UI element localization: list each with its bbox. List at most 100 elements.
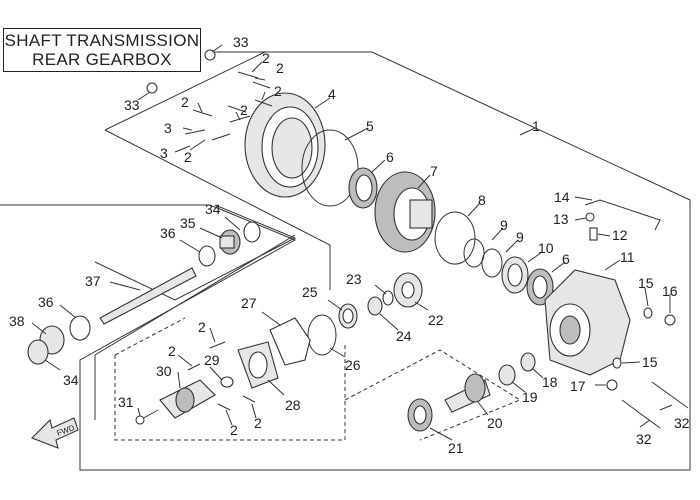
- callout-15-upper: 15: [638, 275, 654, 291]
- callout-14: 14: [554, 189, 570, 205]
- main-housing-group-outline: [104, 51, 331, 290]
- callout-6-upper: 6: [386, 149, 394, 165]
- part-5-o-ring: [301, 129, 359, 207]
- callout-32-upper: 32: [674, 415, 690, 431]
- part-21-seal: [407, 398, 433, 432]
- part-6-seal-lower: [526, 268, 554, 306]
- part-19-bearing: [498, 364, 516, 386]
- callout-38: 38: [9, 313, 25, 329]
- callout-18: 18: [542, 374, 558, 390]
- callout-3-b: 3: [160, 145, 168, 161]
- part-11-gearbox-housing: [544, 269, 631, 376]
- callout-23: 23: [346, 271, 362, 287]
- callout-15-lower: 15: [642, 354, 658, 370]
- part-7-ring-gear: [374, 171, 436, 253]
- callout-2-g: 2: [198, 319, 206, 335]
- part-15-washer-upper: [643, 307, 653, 319]
- callout-2-h: 2: [168, 343, 176, 359]
- callout-1: 1: [532, 118, 540, 134]
- callout-20: 20: [487, 415, 503, 431]
- part-26-o-ring: [307, 314, 337, 356]
- part-10-needle-bearing: [501, 256, 529, 294]
- part-16-plug: [664, 314, 676, 326]
- callout-28: 28: [285, 397, 301, 413]
- forward-direction-arrow: FWD: [31, 417, 79, 449]
- part-18-bushing: [520, 352, 536, 372]
- assembly-outline: [0, 51, 691, 471]
- callout-33-top: 33: [233, 34, 249, 50]
- part-9-washer-a: [463, 238, 485, 268]
- callout-8: 8: [478, 192, 486, 208]
- callout-6-lower: 6: [562, 251, 570, 267]
- callout-17: 17: [570, 378, 586, 394]
- callout-3-a: 3: [164, 120, 172, 136]
- part-9-washer-b: [481, 248, 503, 278]
- callout-10: 10: [538, 240, 554, 256]
- callout-21: 21: [448, 440, 464, 456]
- part-13-nut: [585, 212, 595, 222]
- sub-group-outline-shaft: [94, 204, 297, 301]
- callout-36-upper: 36: [160, 225, 176, 241]
- callout-29: 29: [204, 352, 220, 368]
- part-37-drive-shaft: [99, 267, 197, 325]
- callout-32-lower: 32: [636, 431, 652, 447]
- part-36-ring-lower: [69, 315, 91, 341]
- part-31-bolt-head: [135, 415, 145, 425]
- callout-30: 30: [156, 363, 172, 379]
- callout-2-a: 2: [262, 50, 270, 66]
- part-15-washer-lower: [612, 357, 622, 369]
- part-36-ring-upper: [198, 245, 216, 267]
- small-bolts-lower-cluster: [187, 341, 256, 411]
- part-33-nut-left: [146, 82, 158, 94]
- callout-2-f: 2: [184, 149, 192, 165]
- callout-5: 5: [366, 118, 374, 134]
- callout-9-b: 9: [516, 229, 524, 245]
- part-29-washer: [220, 376, 234, 388]
- callout-2-b: 2: [276, 60, 284, 76]
- callout-36-lower: 36: [38, 294, 54, 310]
- part-20-pinion-gear: [444, 373, 491, 413]
- part-6-seal-upper: [348, 167, 378, 209]
- part-17-plug: [606, 379, 618, 391]
- callout-33-left: 33: [124, 97, 140, 113]
- part-34-ring-lower: [27, 339, 49, 365]
- part-32-long-bolt-upper: [651, 381, 689, 409]
- callout-2-d: 2: [181, 94, 189, 110]
- title-line-2: REAR GEARBOX: [32, 50, 172, 69]
- callout-7: 7: [430, 163, 438, 179]
- part-8-o-ring: [434, 211, 476, 265]
- part-32-long-bolt-lower: [621, 399, 661, 429]
- callout-26: 26: [345, 357, 361, 373]
- callout-9-a: 9: [500, 217, 508, 233]
- part-30-universal-joint: [159, 379, 216, 419]
- callout-25: 25: [302, 284, 318, 300]
- callout-2-e: 2: [240, 102, 248, 118]
- part-14-bracket: [584, 199, 661, 231]
- callout-16: 16: [662, 283, 678, 299]
- part-34-ring-upper: [243, 221, 261, 243]
- part-23-washer: [382, 290, 394, 306]
- callout-2-i: 2: [230, 422, 238, 438]
- part-28-flange-housing: [237, 341, 279, 389]
- part-27-gasket-plate: [269, 317, 311, 366]
- callout-27: 27: [241, 295, 257, 311]
- part-25-seal: [338, 303, 358, 329]
- dashed-group-outline-pinion: [344, 349, 522, 441]
- part-4-flange-cover: [244, 92, 326, 198]
- diagram-title-box: SHAFT TRANSMISSION REAR GEARBOX: [3, 28, 201, 72]
- callout-2-j: 2: [254, 415, 262, 431]
- callout-35: 35: [180, 215, 196, 231]
- callout-34-upper: 34: [205, 201, 221, 217]
- part-12-breather-fitting: [589, 227, 598, 241]
- part-35-spline-coupler: [219, 229, 241, 255]
- callout-4: 4: [328, 86, 336, 102]
- callout-31: 31: [118, 394, 134, 410]
- leader-lines: [31, 44, 673, 441]
- callout-12: 12: [612, 227, 628, 243]
- part-33-nut-top: [204, 49, 216, 61]
- callout-13: 13: [553, 211, 569, 227]
- part-22-bearing: [393, 272, 423, 308]
- callout-22: 22: [428, 312, 444, 328]
- title-line-1: SHAFT TRANSMISSION: [4, 31, 200, 50]
